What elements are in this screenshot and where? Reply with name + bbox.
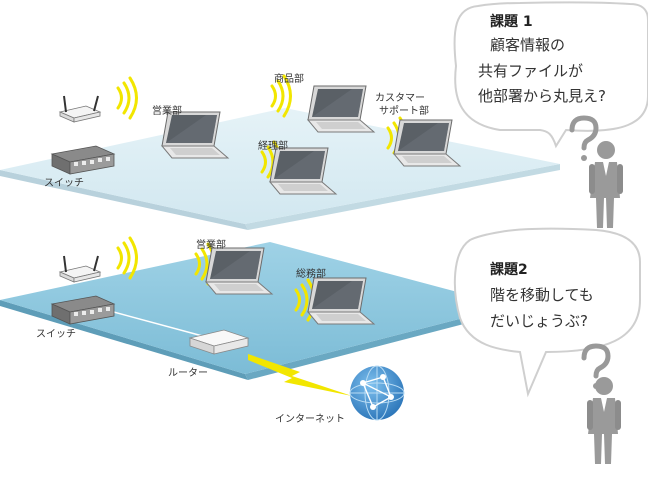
wifi-access-point-lower — [59, 255, 101, 283]
issue-bubble-2: 課題2 階を移動しても だいじょうぶ? — [453, 227, 641, 398]
department-label-sales-upper: 営業部 — [152, 104, 182, 117]
question-mark-icon — [569, 115, 599, 161]
router-label: ルーター — [168, 367, 208, 379]
laptop-product-dept — [307, 85, 375, 133]
issue-line-1-3: 他部署から丸見え? — [478, 87, 606, 105]
switch-label-upper: スイッチ — [44, 177, 84, 189]
department-label-general-affairs: 総務部 — [296, 267, 326, 280]
issue-line-1-2: 共有ファイルが — [478, 62, 583, 80]
wifi-access-point-upper — [59, 95, 101, 123]
issue-line-2-1: 階を移動しても — [490, 286, 594, 304]
cable-switch-to-router — [109, 310, 211, 339]
internet-globe-icon — [349, 365, 405, 421]
department-label-product: 商品部 — [274, 72, 304, 85]
confused-person-icon — [587, 377, 621, 464]
department-label-customer: カスタマー — [375, 92, 425, 104]
issue-title-1: 課題 1 — [490, 13, 533, 30]
wireless-signal-icon — [116, 236, 138, 280]
router — [188, 329, 250, 355]
switch-label-lower: スイッチ — [36, 328, 76, 340]
internet-label: インターネット — [275, 413, 345, 425]
confused-person-icon — [589, 141, 623, 228]
issue-title-2: 課題2 — [490, 261, 528, 278]
department-label-sales-lower: 営業部 — [196, 238, 226, 251]
lightning-bolt-icon — [248, 354, 352, 396]
department-label-accounting: 経理部 — [258, 139, 288, 152]
issue-line-2-2: だいじょうぶ? — [490, 312, 588, 330]
issue-line-1-1: 顧客情報の — [490, 36, 565, 54]
issue-bubble-1: 課題 1 顧客情報の 共有ファイルが 他部署から丸見え? — [453, 1, 648, 149]
department-label-support: サポート部 — [379, 104, 429, 117]
wireless-signal-icon — [116, 76, 138, 120]
